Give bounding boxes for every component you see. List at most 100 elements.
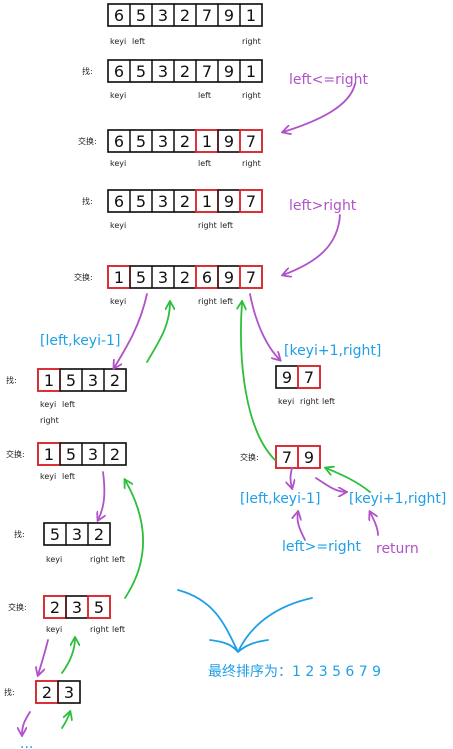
array-cell-value: 3 xyxy=(158,62,168,81)
array-cell-value: 1 xyxy=(114,268,124,287)
arrow-cond2 xyxy=(283,214,341,275)
row-step-label: 交换: xyxy=(8,602,27,612)
array-cell-value: 2 xyxy=(180,132,190,151)
array-cell-value: 3 xyxy=(72,525,82,544)
array-cell-value: 9 xyxy=(224,62,234,81)
array-cell-value: 5 xyxy=(136,268,146,287)
array-cell-value: 5 xyxy=(94,598,104,617)
array-cell-value: 2 xyxy=(42,683,52,702)
left-range-text: [left,keyi-1] xyxy=(40,333,120,349)
array-cell-value: 7 xyxy=(246,132,256,151)
arrow-base-left xyxy=(22,711,31,735)
array-cell-value: 9 xyxy=(224,132,234,151)
arrow-left-recurse-down xyxy=(114,293,148,368)
array-cell-value: 5 xyxy=(136,132,146,151)
pointer-label: keyi xyxy=(46,555,62,564)
array-cell xyxy=(239,59,263,83)
pointer-label: right xyxy=(242,37,261,46)
array-cell-value: 2 xyxy=(94,525,104,544)
array-cell-value: 3 xyxy=(72,598,82,617)
pointer-label: right xyxy=(90,625,109,634)
arrow-sub2-up xyxy=(61,638,75,674)
array-cell xyxy=(103,442,127,466)
array-cell-value: 3 xyxy=(64,683,74,702)
array-cell-value: 7 xyxy=(282,448,292,467)
arrow-right-recurse-down xyxy=(249,293,280,360)
result-bracket xyxy=(177,589,313,653)
array-cell-value: 3 xyxy=(88,445,98,464)
array-cell-value: 1 xyxy=(44,371,54,390)
cond1-text: left<=right xyxy=(289,72,369,88)
array-cell-value: 9 xyxy=(282,368,292,387)
array-cell-value: 3 xyxy=(158,268,168,287)
pointer-label: keyi xyxy=(110,221,126,230)
flow-arrows xyxy=(22,83,379,735)
array-cell-value: 5 xyxy=(66,371,76,390)
array-cell-value: 9 xyxy=(304,448,314,467)
array-cell-value: 5 xyxy=(66,445,76,464)
array-cell-value: 2 xyxy=(110,371,120,390)
array-cell-value: 1 xyxy=(246,6,256,25)
pointer-label: keyi xyxy=(40,472,56,481)
arrow-base-right xyxy=(61,712,70,729)
array-cell xyxy=(297,445,321,469)
array-cell xyxy=(239,189,263,213)
array-cell-value: 2 xyxy=(180,62,190,81)
pointer-label: keyi xyxy=(46,625,62,634)
pointer-label: left xyxy=(198,91,211,100)
array-cell-value: 7 xyxy=(202,6,212,25)
array-cell xyxy=(57,680,81,704)
cond3-text: left>=right xyxy=(282,539,362,555)
array-cell-value: 6 xyxy=(114,62,124,81)
arrow-79-return xyxy=(326,468,371,493)
array-cell-value: 6 xyxy=(114,132,124,151)
arrow-sub2-down xyxy=(38,639,49,675)
pointer-label: keyi xyxy=(110,297,126,306)
array-cell xyxy=(87,522,111,546)
arrow-left-recurse-up xyxy=(146,302,170,363)
pointer-label: keyi xyxy=(110,37,126,46)
pointer-label: left xyxy=(62,472,75,481)
arrow-79-left xyxy=(291,467,293,488)
array-cell-value: 2 xyxy=(180,192,190,211)
ellipsis-text: ... xyxy=(20,736,33,749)
pointer-label: left xyxy=(112,555,125,564)
array-cell-value: 3 xyxy=(88,371,98,390)
array-cell-value: 5 xyxy=(136,192,146,211)
array-cell-value: 3 xyxy=(158,6,168,25)
arrow-79-right xyxy=(315,477,346,492)
pointer-label: right xyxy=(198,221,217,230)
row-step-label: 找: xyxy=(82,196,93,206)
array-cell-value: 1 xyxy=(202,192,212,211)
array-cell-value: 7 xyxy=(246,192,256,211)
array-cell-value: 1 xyxy=(202,132,212,151)
array-cell-value: 9 xyxy=(224,268,234,287)
pointer-label: keyi xyxy=(110,159,126,168)
pointer-label: right xyxy=(242,91,261,100)
row-step-label: 找: xyxy=(4,687,15,697)
array-cell xyxy=(239,265,263,289)
array-cell-value: 7 xyxy=(202,62,212,81)
array-cell-value: 1 xyxy=(44,445,54,464)
pointer-label: left xyxy=(112,625,125,634)
array-cell-value: 1 xyxy=(246,62,256,81)
arrow-sub1-down xyxy=(98,471,104,520)
array-cell xyxy=(87,595,111,619)
pointer-label: right xyxy=(90,555,109,564)
array-cell-value: 3 xyxy=(158,192,168,211)
array-cell-value: 2 xyxy=(50,598,60,617)
array-cell-value: 7 xyxy=(304,368,314,387)
annotations: left<=right left>right [left,keyi-1] [ke… xyxy=(20,72,446,749)
right-range2-text: [keyi+1,right] xyxy=(349,491,446,507)
result-text: 最终排序为：1 2 3 5 6 7 9 xyxy=(208,664,381,680)
pointer-label: left xyxy=(322,397,335,406)
